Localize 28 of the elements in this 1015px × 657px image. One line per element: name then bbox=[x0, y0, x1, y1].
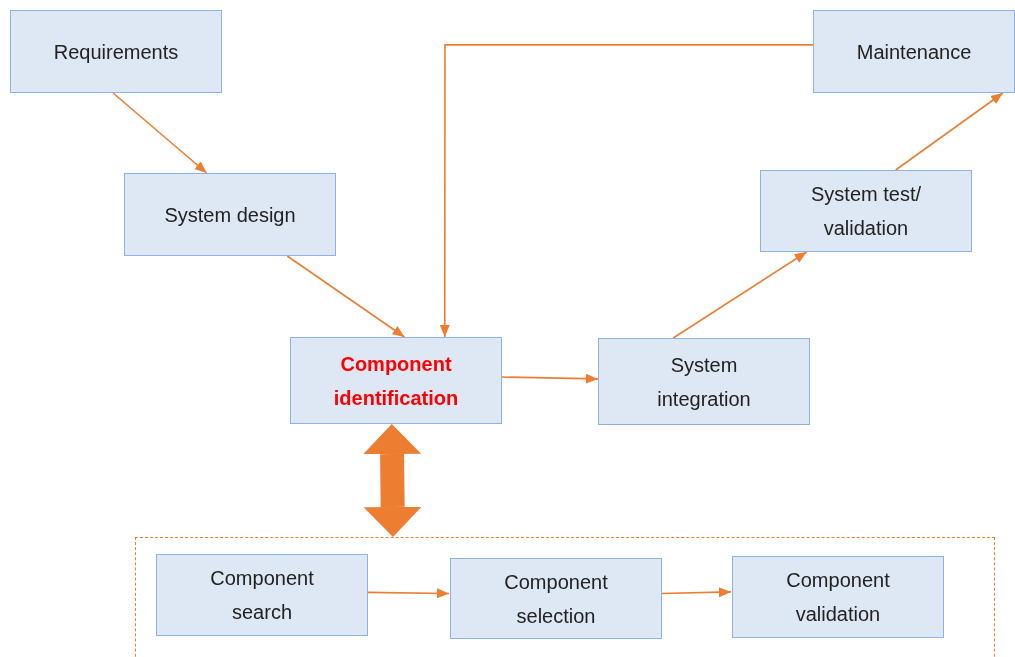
node-label: Component selection bbox=[503, 569, 609, 629]
arrow bbox=[894, 92, 1004, 171]
process-box bbox=[813, 10, 1015, 93]
arrow bbox=[112, 92, 208, 174]
node-label: System design bbox=[164, 202, 296, 228]
dashed-group-frame bbox=[135, 537, 995, 657]
node-label: Maintenance bbox=[856, 39, 972, 65]
process-box bbox=[598, 338, 810, 425]
process-box bbox=[732, 556, 944, 638]
arrow bbox=[286, 255, 406, 338]
arrow bbox=[672, 251, 808, 339]
process-box bbox=[156, 554, 368, 636]
node-label: System test/ validation bbox=[810, 182, 922, 241]
process-box bbox=[124, 173, 336, 256]
process-box bbox=[10, 10, 222, 93]
node-label: Component validation bbox=[785, 568, 891, 627]
arrow bbox=[439, 44, 814, 338]
process-box bbox=[450, 558, 662, 639]
process-box bbox=[290, 337, 502, 424]
node-label: System integration bbox=[656, 352, 752, 412]
arrow bbox=[660, 587, 732, 598]
arrow bbox=[501, 373, 599, 384]
node-label: Component identification bbox=[332, 351, 460, 411]
process-box bbox=[760, 170, 972, 252]
node-label: Component search bbox=[209, 566, 315, 625]
arrow bbox=[366, 588, 450, 599]
double-block-arrow bbox=[363, 424, 422, 537]
node-label: Requirements bbox=[53, 39, 179, 65]
